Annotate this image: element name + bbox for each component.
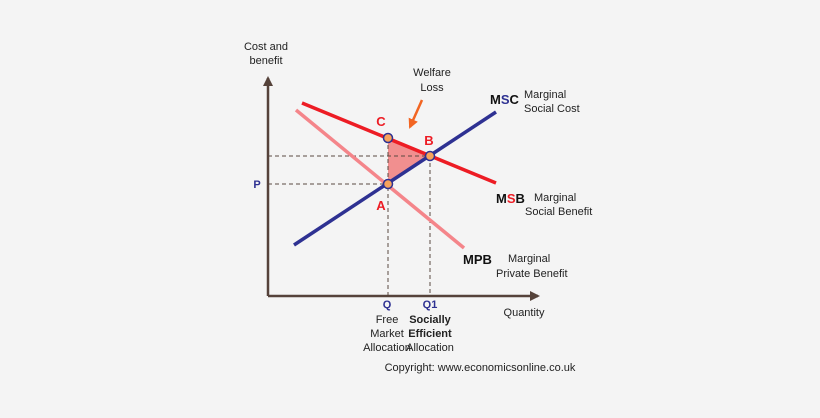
socially-efficient-line3: Allocation <box>406 342 454 354</box>
mpb-name-line2: Private Benefit <box>496 268 568 280</box>
point-a-marker <box>382 178 394 190</box>
copyright-text: Copyright: www.economicsonline.co.uk <box>385 362 576 374</box>
msb-label-b: B <box>516 191 525 206</box>
welfare-loss-area <box>388 138 430 184</box>
free-market-line2: Market <box>370 328 404 340</box>
y-axis-label-line2: benefit <box>249 55 282 67</box>
price-label-p: P <box>253 179 260 191</box>
msb-curve <box>301 101 497 185</box>
mpb-label: MPB <box>463 252 492 267</box>
welfare-loss-label-line1: Welfare <box>413 67 451 79</box>
free-market-line1: Free <box>376 314 399 326</box>
msb-name-line2: Social Benefit <box>525 206 592 218</box>
point-b-marker <box>424 150 436 162</box>
msc-name-line1: Marginal <box>524 89 566 101</box>
msb-label-m: M <box>496 191 507 206</box>
guide-lines <box>268 138 431 296</box>
msb-label-s: S <box>507 191 516 206</box>
point-c-label: C <box>376 114 386 129</box>
msc-label: MSC <box>490 92 520 107</box>
msc-curve <box>293 110 497 247</box>
y-axis-label-line1: Cost and <box>244 41 288 53</box>
socially-efficient-line1: Socially <box>409 314 451 326</box>
msc-name-line2: Social Cost <box>524 103 580 115</box>
msc-label-c: C <box>510 92 520 107</box>
point-c-marker <box>382 132 394 144</box>
quantity-label-q1: Q1 <box>423 299 438 311</box>
mpb-curve <box>294 108 466 250</box>
mpb-name-line1: Marginal <box>508 253 550 265</box>
quantity-label-q: Q <box>383 299 392 311</box>
socially-efficient-line2: Efficient <box>408 328 452 340</box>
msc-label-m: M <box>490 92 501 107</box>
free-market-line3: Allocation <box>363 342 411 354</box>
point-a-label: A <box>376 198 386 213</box>
x-axis-label: Quantity <box>504 307 545 319</box>
welfare-loss-arrow <box>408 99 424 129</box>
welfare-loss-label-line2: Loss <box>420 82 444 94</box>
point-b-label: B <box>424 133 433 148</box>
msc-label-s: S <box>501 92 510 107</box>
msb-name-line1: Marginal <box>534 192 576 204</box>
msb-label: MSB <box>496 191 525 206</box>
